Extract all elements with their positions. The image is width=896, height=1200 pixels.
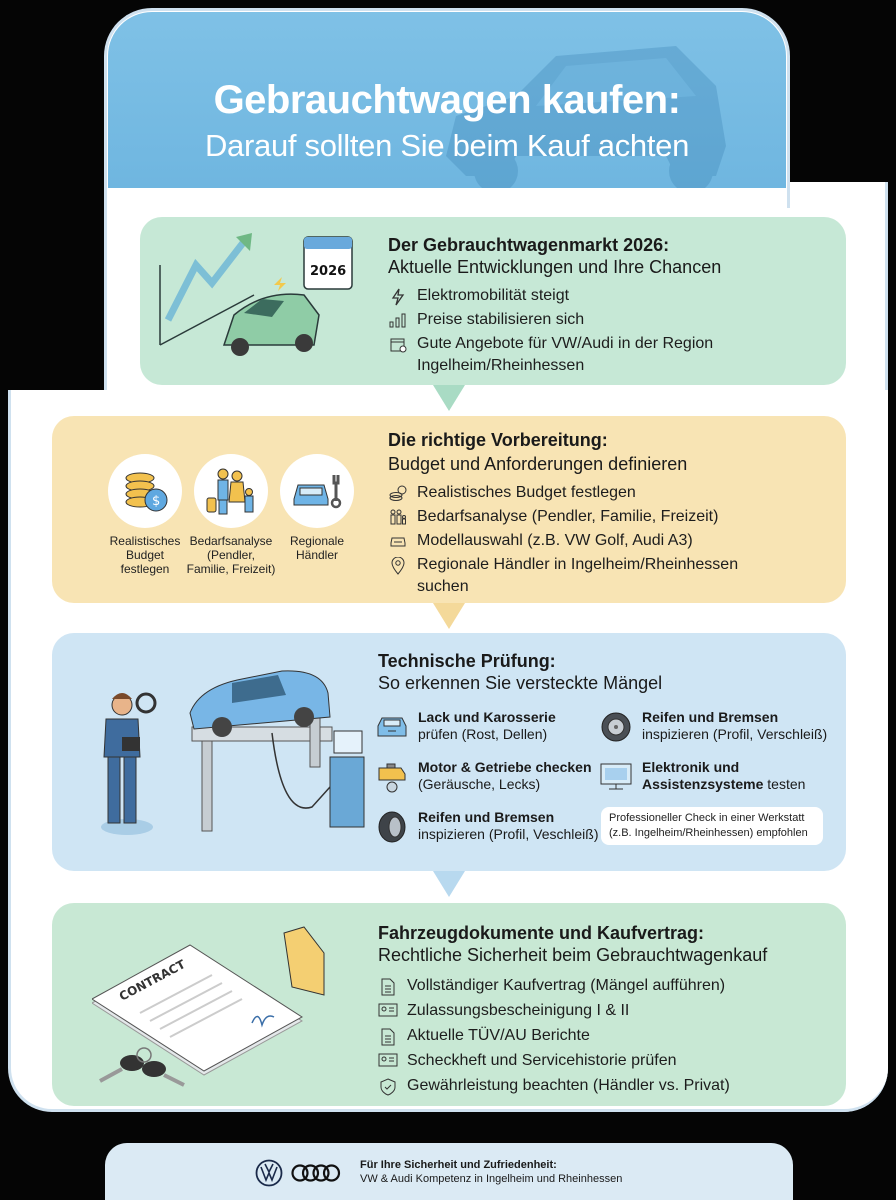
vw-logo-icon [255,1159,283,1187]
circle-label: Regionale Händler [289,534,345,562]
footer-banner: Für Ihre Sicherheit und Zufriedenheit: V… [105,1143,793,1200]
section-subtitle: So erkennen Sie versteckte Mängel [378,673,663,693]
lightning-icon [388,285,408,306]
list-item: Bedarfsanalyse (Pendler, Familie, Freize… [388,506,788,528]
header-banner: Gebrauchtwagen kaufen: Darauf sollten Si… [108,12,786,188]
tech-item: Motor & Getriebe checken(Geräusche, Leck… [374,759,592,795]
wheel-icon [598,709,634,745]
engine-icon [374,759,410,795]
list-item: Regionale Händler in Ingelheim/Rheinhess… [388,554,788,598]
section-subtitle: Aktuelle Entwicklungen und Ihre Chancen [388,257,722,277]
list-item: Aktuelle TÜV/AU Berichte [378,1025,818,1047]
car-front-icon [374,709,410,745]
section-subtitle: Budget und Anforderungen definieren [388,454,688,474]
inspection-illustration [101,670,365,835]
section-title: Fahrzeugdokumente und Kaufvertrag: [378,923,705,943]
family-icon [388,506,408,525]
coins-icon [388,482,408,501]
list-item: Vollständiger Kaufvertrag (Mängel auffüh… [378,975,818,997]
section-title: Der Gebrauchtwagenmarkt 2026: [388,235,670,255]
professional-check-note: Professioneller Check in einer Werkstatt… [601,807,823,845]
section-preparation: $ Realistisches Budget festlegen Bedarfs… [52,416,846,603]
flow-arrow-icon [433,871,465,897]
list-item: Scheckheft und Servicehistorie prüfen [378,1050,818,1072]
contract-illustration: CONTRACT [92,926,325,1087]
location-pin-icon [388,554,408,575]
document-icon [378,975,398,996]
svg-text:$: $ [152,494,160,509]
section-subtitle: Rechtliche Sicherheit beim Gebrauchtwage… [378,945,768,965]
car-icon [388,530,408,547]
page-title: Gebrauchtwagen kaufen: [213,78,681,122]
section-documents-contract: CONTRACT Fahrzeugdokumente und Kaufvertr… [52,903,846,1106]
family-icon [194,454,268,528]
circle-label: Realistisches Budget festlegen [109,534,181,576]
list-item: Preise stabilisieren sich [388,309,768,331]
list-item: Zulassungsbescheinigung I & II [378,1000,818,1022]
bar-chart-icon [388,309,408,328]
tire-icon [374,809,410,845]
document-icon [378,1025,398,1046]
market-illustration: 2026 [159,233,353,356]
flow-arrow-icon [433,385,465,411]
background-car-icon [446,46,726,188]
calendar-year-label: 2026 [310,264,346,279]
footer-line-2: VW & Audi Kompetenz in Ingelheim und Rhe… [360,1173,623,1185]
id-card-icon [378,1050,398,1067]
shield-check-icon [378,1075,398,1096]
list-item: Gute Angebote für VW/Audi in der Region … [388,333,768,377]
monitor-icon [598,759,634,795]
id-card-icon [378,1000,398,1017]
section-title: Die richtige Vorbereitung: [388,430,608,450]
section-title: Technische Prüfung: [378,651,556,671]
list-item: Modellauswahl (z.B. VW Golf, Audi A3) [388,530,788,552]
calendar-icon [388,333,408,353]
page-subtitle: Darauf sollten Sie beim Kauf achten [204,128,690,163]
list-item: Elektromobilität steigt [388,285,768,307]
footer-line-1: Für Ihre Sicherheit und Zufriedenheit: [360,1159,557,1171]
section-market-2026: 2026 Der Gebrauchtwagenmarkt 2026: Aktue… [140,217,846,385]
circle-label: Bedarfsanalyse (Pendler, Familie, Freize… [186,534,276,576]
list-item: Gewährleistung beachten (Händler vs. Pri… [378,1075,818,1097]
coins-icon: $ [108,454,182,528]
audi-rings-icon [291,1164,341,1182]
flow-arrow-icon [433,603,465,629]
list-item: Realistisches Budget festlegen [388,482,788,504]
car-wrench-icon [280,454,354,528]
